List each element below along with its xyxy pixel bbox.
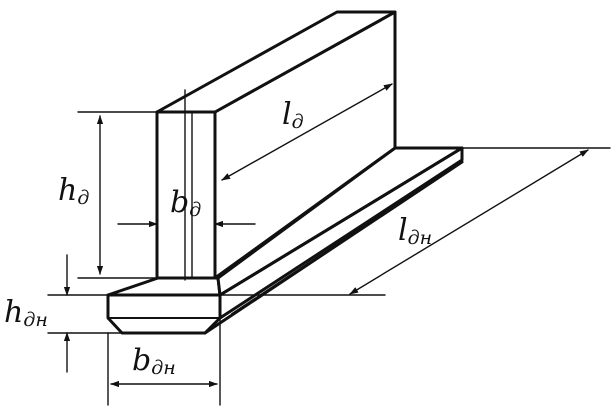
label-h-dn: hдн bbox=[4, 295, 48, 331]
l-dn-arrow bbox=[349, 149, 589, 295]
dimension-h-d bbox=[77, 111, 158, 279]
dimension-l-dn bbox=[219, 147, 611, 296]
slab-top-face-left bbox=[106, 276, 222, 297]
label-l-dn: lдн bbox=[398, 213, 432, 249]
dimension-b-dn bbox=[107, 317, 221, 406]
l-d-arrow bbox=[221, 83, 393, 181]
dimension-b-d bbox=[117, 89, 256, 281]
label-h-d: hд bbox=[58, 173, 89, 209]
label-b-dn: bдн bbox=[132, 343, 176, 379]
slab-front-face bbox=[106, 293, 222, 335]
block-front-face bbox=[155, 110, 217, 280]
label-l-d: lд bbox=[282, 97, 304, 133]
label-b-d: bд bbox=[170, 185, 201, 221]
dimension-h-dn bbox=[47, 254, 123, 373]
dimension-l-d bbox=[221, 83, 393, 181]
